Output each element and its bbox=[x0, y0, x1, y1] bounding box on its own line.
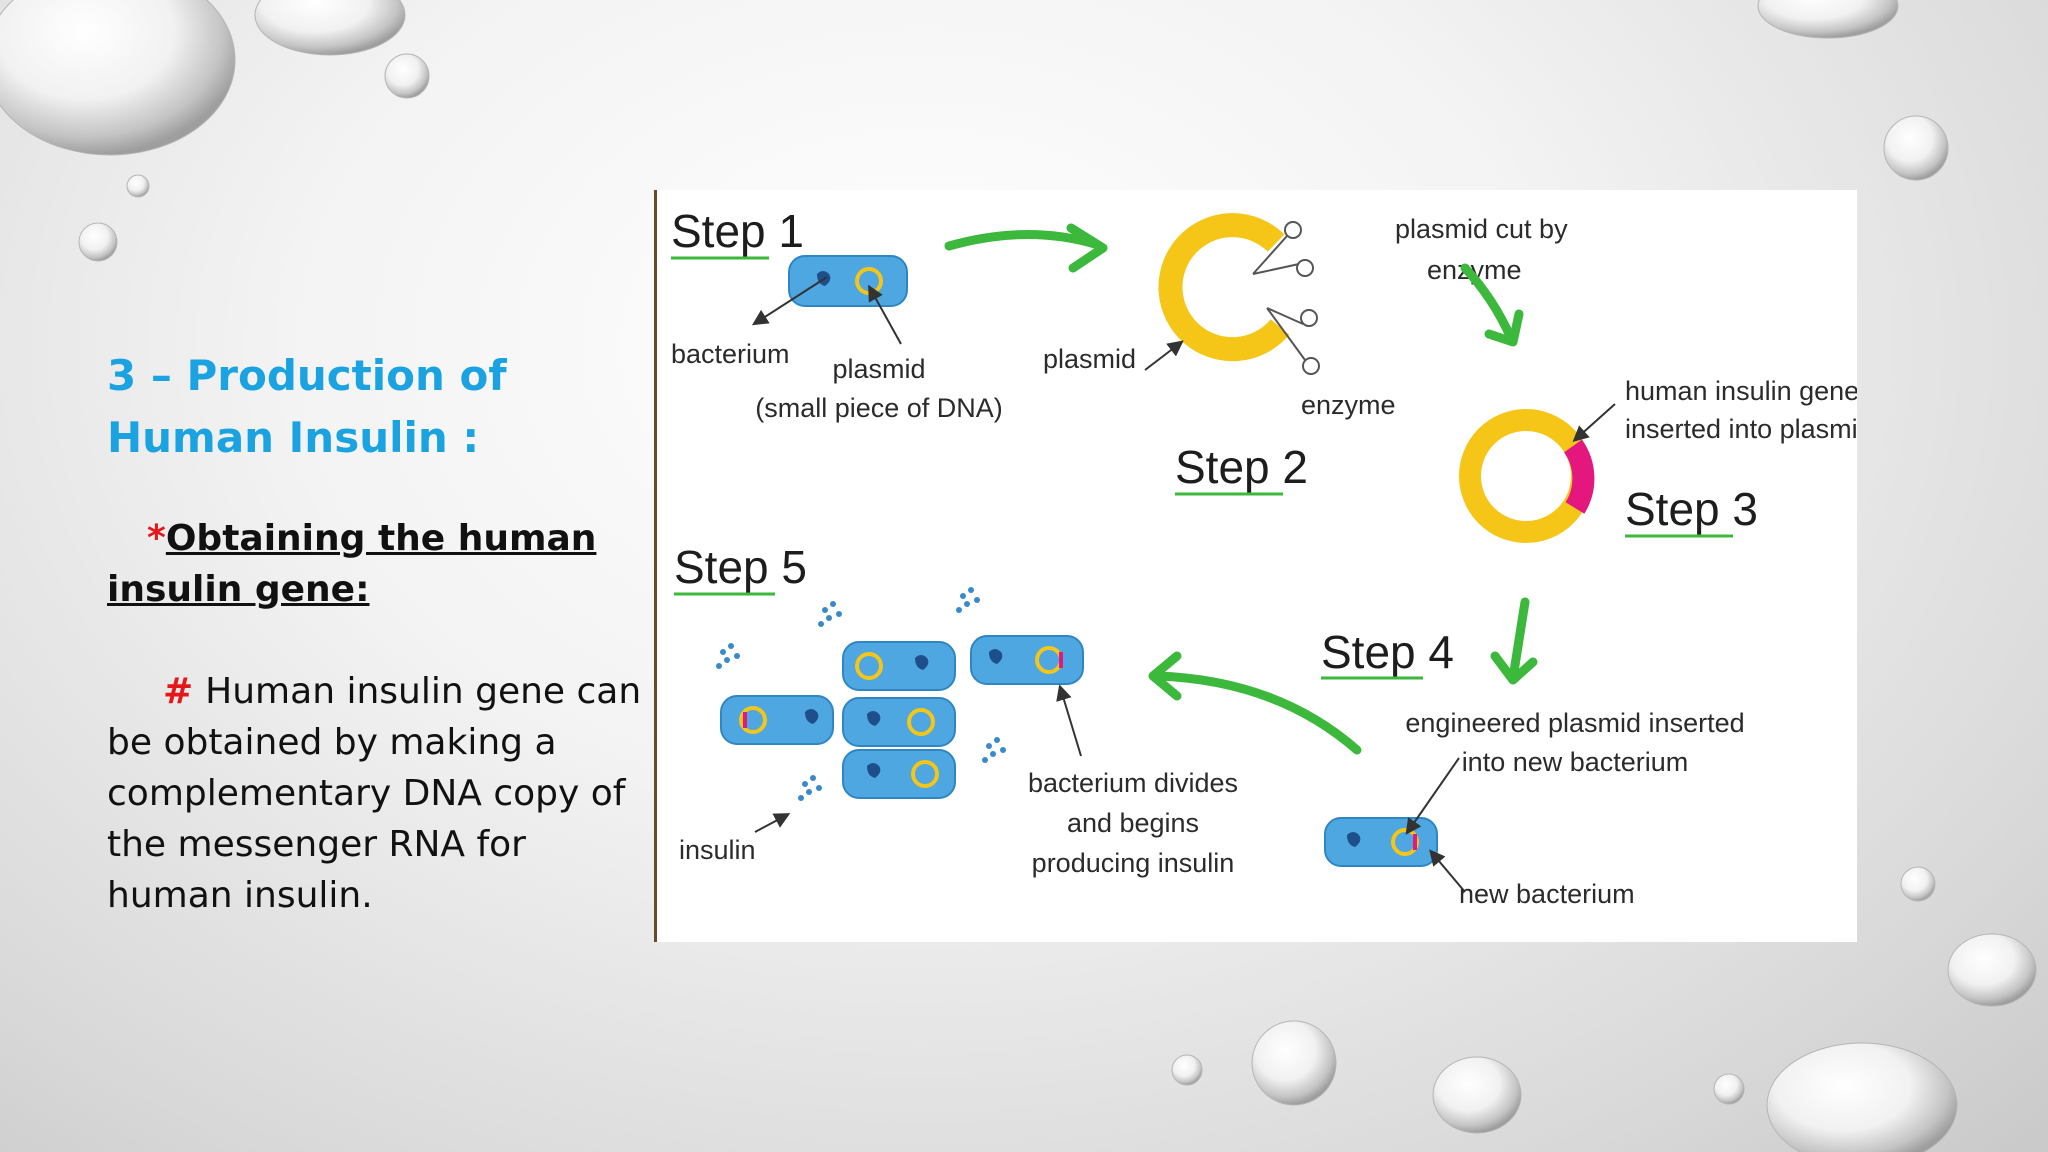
divides-pointer bbox=[1056, 684, 1082, 757]
arrow-step1-to-step2-head bbox=[1066, 223, 1108, 273]
subheading-text: Obtaining the human insulin gene: bbox=[107, 518, 597, 610]
step-4-label: Step 4 bbox=[1321, 626, 1454, 678]
step-3-label: Step 3 bbox=[1625, 483, 1758, 535]
engineered-label-line2: into new bacterium bbox=[1462, 747, 1689, 777]
step-1-label: Step 1 bbox=[671, 205, 804, 257]
slide-text: 3 – Production of Human Insulin : *Obtai… bbox=[107, 345, 647, 921]
arrow-step3-to-step4-head bbox=[1490, 651, 1538, 685]
step-5-label: Step 5 bbox=[674, 541, 807, 593]
enzyme-icon bbox=[1266, 307, 1320, 375]
plasmid-pointer bbox=[868, 284, 902, 345]
divides-label-line1: bacterium divides bbox=[1028, 768, 1238, 798]
new-bacterium-label: new bacterium bbox=[1459, 879, 1635, 909]
plasmid2-label: plasmid bbox=[1043, 344, 1136, 374]
arrow-step2-to-step3 bbox=[1460, 263, 1516, 343]
step-1-bacterium bbox=[788, 255, 908, 307]
body-paragraph: #Human insulin gene can be obtained by m… bbox=[107, 666, 647, 921]
arrow-step1-to-step2 bbox=[944, 229, 1100, 251]
plasmid-label-line1: plasmid bbox=[832, 354, 925, 384]
new-bacterium-pointer bbox=[1429, 849, 1466, 893]
gene-label-line2: inserted into plasmid bbox=[1625, 414, 1857, 444]
engineered-label-line1: engineered plasmid inserted bbox=[1405, 708, 1744, 738]
insulin-gene-segment bbox=[1563, 439, 1595, 514]
divides-label-line3: producing insulin bbox=[1032, 848, 1235, 878]
bacteria-nuclei bbox=[805, 649, 1003, 778]
cut-label-line1: plasmid cut by bbox=[1395, 214, 1568, 244]
gene-label-line1: human insulin gene is bbox=[1625, 376, 1857, 406]
subheading: *Obtaining the human insulin gene: bbox=[107, 513, 647, 615]
step-4-new-bacterium bbox=[1324, 817, 1438, 867]
body-text: Human insulin gene can be obtained by ma… bbox=[107, 671, 642, 916]
arrow-step2-to-step3-head bbox=[1484, 309, 1524, 347]
arrow-step4-to-step5 bbox=[1152, 671, 1362, 755]
plasmid2-pointer bbox=[1144, 340, 1184, 371]
insulin-production-diagram: Step 1 Step 2 Step 3 Step 4 Step 5 bacte… bbox=[654, 190, 1857, 942]
step-2-label: Step 2 bbox=[1175, 441, 1308, 493]
star-marker: * bbox=[147, 518, 166, 559]
bacterium-label: bacterium bbox=[671, 339, 790, 369]
insulin-label: insulin bbox=[679, 835, 756, 865]
arrow-step3-to-step4 bbox=[1508, 597, 1530, 683]
engineered-pointer bbox=[1405, 757, 1460, 835]
scissors-icon bbox=[1252, 221, 1314, 277]
hash-marker: # bbox=[163, 671, 194, 712]
recombinant-plasmid bbox=[1459, 409, 1593, 543]
diagram-canvas: Step 1 Step 2 Step 3 Step 4 Step 5 bacte… bbox=[671, 205, 1857, 909]
insulin-pointer bbox=[754, 813, 791, 833]
bacteria-insulin-genes bbox=[743, 652, 1063, 728]
arrow-step4-to-step5-head bbox=[1148, 651, 1182, 701]
gene-pointer bbox=[1572, 403, 1616, 443]
cut-plasmid-ring bbox=[1158, 213, 1290, 362]
plasmid-label-line2: (small piece of DNA) bbox=[755, 393, 1003, 423]
slide-heading: 3 – Production of Human Insulin : bbox=[107, 351, 507, 462]
bacterium-pointer bbox=[751, 276, 828, 326]
enzyme-label: enzyme bbox=[1301, 390, 1396, 420]
bacteria-plasmids bbox=[739, 646, 1063, 788]
divides-label-line2: and begins bbox=[1067, 808, 1199, 838]
insulin-molecules-icon bbox=[716, 587, 1006, 801]
